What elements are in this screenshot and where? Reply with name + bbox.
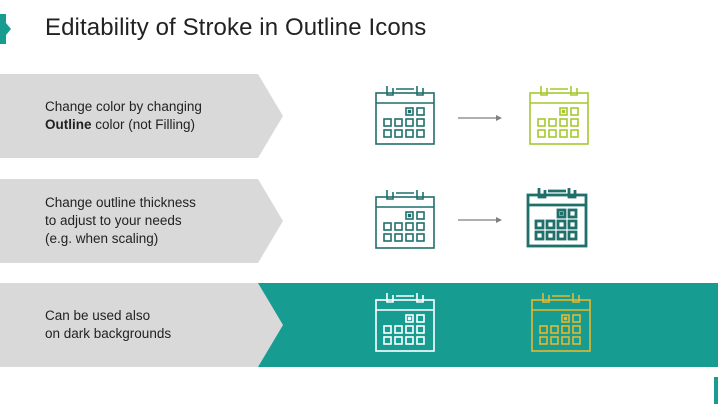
row-2-text: Change outline thickness to adjust to yo… [45,194,196,248]
row-3-chevron [0,283,283,367]
row-3-text: Can be used also on dark backgrounds [45,307,171,343]
row-3-line-1: Can be used also [45,308,151,323]
calendar-icon [375,293,435,352]
row-1-chevron [0,74,283,158]
row-1-line-2-rest: color (not Filling) [91,117,196,132]
row-2-line-2: to adjust to your needs [45,213,182,228]
right-arrow-icon [458,217,502,223]
calendar-icon [526,188,588,248]
row-2-line-3: (e.g. when scaling) [45,231,159,246]
slide-title: Editability of Stroke in Outline Icons [45,14,427,41]
slide-accent-tab-right [714,377,718,404]
slide-accent-tab [0,14,11,44]
calendar-icon [531,293,591,352]
row-2-line-1: Change outline thickness [45,195,196,210]
right-arrow-icon [458,115,502,121]
row-1-line-2: Outline color (not Filling) [45,116,202,134]
row-1-text: Change color by changing Outline color (… [45,98,202,134]
row-1-line-1: Change color by changing [45,99,202,114]
calendar-icon [375,86,435,145]
row-3-line-2: on dark backgrounds [45,326,172,341]
row-1-bold-word: Outline [45,117,92,132]
dark-background-band [258,283,718,367]
row-2-chevron [0,179,283,263]
calendar-icon [375,190,435,249]
calendar-icon [529,86,589,145]
